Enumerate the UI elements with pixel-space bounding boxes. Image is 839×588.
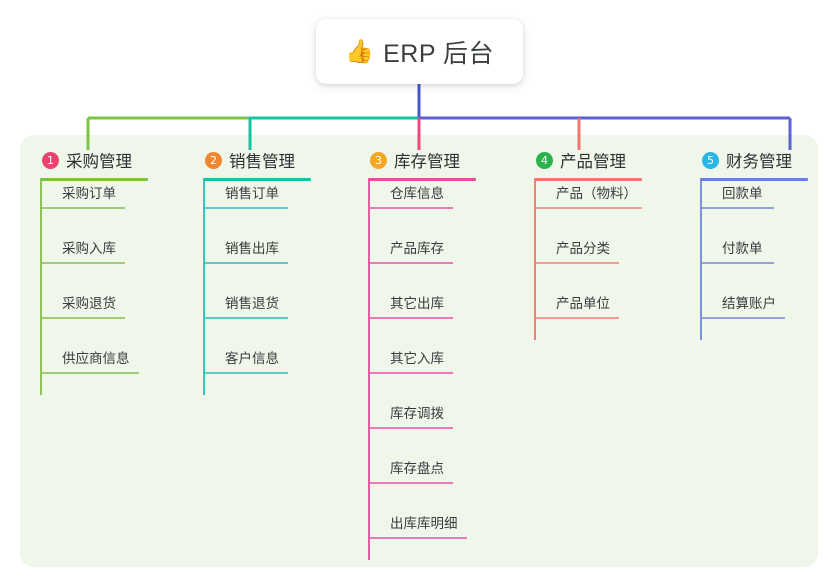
branch-header-underline bbox=[534, 178, 642, 181]
leaf-spine bbox=[368, 181, 370, 560]
thumbs-up-icon: 👍 bbox=[344, 38, 375, 64]
leaf-item-underline bbox=[536, 207, 642, 209]
leaf-item[interactable]: 付款单 bbox=[700, 239, 774, 264]
leaf-item[interactable]: 其它入库 bbox=[368, 349, 453, 374]
branch-header-underline bbox=[700, 178, 808, 181]
branch-column-3: 3 库存管理仓库信息产品库存其它出库其它入库库存调拨库存盘点出库库明细 bbox=[368, 148, 476, 560]
root-node-title: 👍 ERP 后台 bbox=[345, 34, 494, 70]
branch-header-underline bbox=[40, 178, 148, 181]
root-node-label: ERP 后台 bbox=[383, 39, 495, 68]
leaf-item-underline bbox=[205, 262, 288, 264]
branch-header-2[interactable]: 2 销售管理 bbox=[203, 148, 311, 172]
branch-header-5[interactable]: 5 财务管理 bbox=[700, 148, 808, 172]
leaf-item[interactable]: 产品单位 bbox=[534, 294, 619, 319]
root-node-card[interactable]: 👍 ERP 后台 bbox=[316, 19, 523, 84]
branch-column-5: 5 财务管理回款单付款单结算账户 bbox=[700, 148, 808, 340]
leaf-item-label: 产品单位 bbox=[556, 296, 610, 311]
leaf-item[interactable]: 采购退货 bbox=[40, 294, 125, 319]
branch-number-badge: 4 bbox=[536, 151, 553, 169]
leaf-item[interactable]: 采购订单 bbox=[40, 184, 125, 209]
leaf-item-label: 库存调拨 bbox=[390, 406, 444, 421]
leaf-item-label: 采购订单 bbox=[62, 186, 116, 201]
leaf-spine bbox=[700, 181, 702, 340]
leaf-item-label: 采购退货 bbox=[62, 296, 116, 311]
branch-number-badge: 3 bbox=[370, 151, 387, 169]
branch-number-badge: 5 bbox=[702, 151, 719, 169]
leaf-item[interactable]: 仓库信息 bbox=[368, 184, 453, 209]
branch-number-badge: 2 bbox=[205, 151, 222, 169]
leaf-item-underline bbox=[205, 372, 288, 374]
leaf-spine bbox=[534, 181, 536, 340]
branch-title: 销售管理 bbox=[229, 153, 295, 171]
leaf-item-underline bbox=[42, 262, 125, 264]
leaf-item-underline bbox=[702, 317, 785, 319]
leaf-item-label: 供应商信息 bbox=[62, 351, 130, 366]
leaf-item[interactable]: 产品分类 bbox=[534, 239, 619, 264]
leaf-item-underline bbox=[42, 207, 125, 209]
leaf-item-label: 产品（物料） bbox=[556, 186, 637, 201]
leaf-item[interactable]: 采购入库 bbox=[40, 239, 125, 264]
leaf-item-label: 回款单 bbox=[722, 186, 763, 201]
leaf-item[interactable]: 销售出库 bbox=[203, 239, 288, 264]
leaf-item[interactable]: 库存调拨 bbox=[368, 404, 453, 429]
branch-number-badge: 1 bbox=[42, 151, 59, 169]
branch-column-2: 2 销售管理销售订单销售出库销售退货客户信息 bbox=[203, 148, 311, 395]
leaf-item[interactable]: 供应商信息 bbox=[40, 349, 139, 374]
branch-header-underline bbox=[368, 178, 476, 181]
leaf-item-label: 客户信息 bbox=[225, 351, 279, 366]
leaf-item-label: 库存盘点 bbox=[390, 461, 444, 476]
leaf-item-underline bbox=[370, 427, 453, 429]
branch-title: 产品管理 bbox=[560, 153, 626, 171]
leaf-spine bbox=[40, 181, 42, 395]
leaf-item-label: 结算账户 bbox=[722, 296, 776, 311]
leaf-item-underline bbox=[42, 372, 139, 374]
leaf-item-label: 采购入库 bbox=[62, 241, 116, 256]
branch-header-3[interactable]: 3 库存管理 bbox=[368, 148, 476, 172]
branch-header-1[interactable]: 1 采购管理 bbox=[40, 148, 148, 172]
leaf-item-underline bbox=[370, 262, 453, 264]
leaf-item-label: 销售出库 bbox=[225, 241, 279, 256]
leaf-item-underline bbox=[370, 207, 453, 209]
branch-header-4[interactable]: 4 产品管理 bbox=[534, 148, 642, 172]
leaf-item-label: 销售退货 bbox=[225, 296, 279, 311]
leaf-item[interactable]: 客户信息 bbox=[203, 349, 288, 374]
leaf-item-underline bbox=[536, 317, 619, 319]
leaf-item-underline bbox=[370, 317, 453, 319]
leaf-item-label: 销售订单 bbox=[225, 186, 279, 201]
leaf-item-label: 产品分类 bbox=[556, 241, 610, 256]
leaf-item[interactable]: 结算账户 bbox=[700, 294, 785, 319]
leaf-item-underline bbox=[205, 207, 288, 209]
branch-title: 财务管理 bbox=[726, 153, 792, 171]
leaf-item[interactable]: 出库库明细 bbox=[368, 514, 467, 539]
leaf-item-label: 其它出库 bbox=[390, 296, 444, 311]
leaf-item-label: 出库库明细 bbox=[390, 516, 458, 531]
branch-column-1: 1 采购管理采购订单采购入库采购退货供应商信息 bbox=[40, 148, 148, 395]
leaf-item-label: 仓库信息 bbox=[390, 186, 444, 201]
leaf-item-underline bbox=[702, 262, 774, 264]
leaf-item[interactable]: 其它出库 bbox=[368, 294, 453, 319]
leaf-item[interactable]: 产品库存 bbox=[368, 239, 453, 264]
leaf-spine bbox=[203, 181, 205, 395]
branch-title: 库存管理 bbox=[394, 153, 460, 171]
leaf-item[interactable]: 库存盘点 bbox=[368, 459, 453, 484]
leaf-item-underline bbox=[205, 317, 288, 319]
leaf-item[interactable]: 产品（物料） bbox=[534, 184, 642, 209]
leaf-item-underline bbox=[370, 537, 467, 539]
leaf-item-label: 其它入库 bbox=[390, 351, 444, 366]
leaf-item[interactable]: 销售订单 bbox=[203, 184, 288, 209]
leaf-item[interactable]: 销售退货 bbox=[203, 294, 288, 319]
leaf-item[interactable]: 回款单 bbox=[700, 184, 774, 209]
leaf-item-underline bbox=[42, 317, 125, 319]
leaf-item-underline bbox=[702, 207, 774, 209]
leaf-item-underline bbox=[536, 262, 619, 264]
leaf-item-label: 付款单 bbox=[722, 241, 763, 256]
leaf-item-underline bbox=[370, 372, 453, 374]
branch-title: 采购管理 bbox=[66, 153, 132, 171]
leaf-item-underline bbox=[370, 482, 453, 484]
branch-header-underline bbox=[203, 178, 311, 181]
leaf-item-label: 产品库存 bbox=[390, 241, 444, 256]
branch-column-4: 4 产品管理产品（物料） 产品分类产品单位 bbox=[534, 148, 642, 340]
